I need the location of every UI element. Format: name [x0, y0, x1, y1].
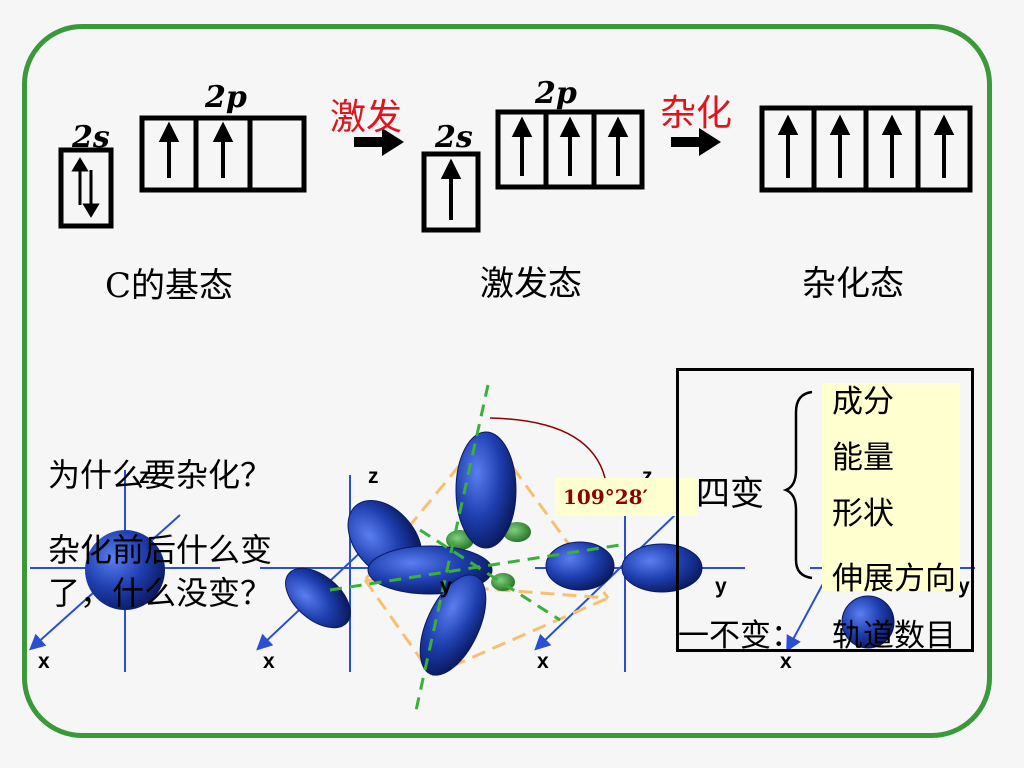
s-orbital-sphere — [85, 530, 165, 610]
excited-2s-box — [421, 151, 481, 233]
bond-angle-label: 109°28′ — [555, 478, 697, 516]
spin-up-icon — [777, 114, 955, 178]
hybrid-state-caption: 杂化态 — [802, 264, 904, 304]
axis-x-label: x — [263, 650, 275, 673]
four-changes-label: 四变 — [696, 474, 764, 514]
excite-label: 激发 — [330, 97, 403, 138]
spin-up-icon — [158, 121, 234, 178]
arrow-right-icon — [671, 128, 721, 156]
axis-y-label: y — [715, 575, 727, 598]
axis-x-label: x — [537, 650, 549, 673]
change-item-composition: 成分 — [832, 384, 894, 420]
bond-axes — [329, 384, 621, 716]
slide-frame — [22, 24, 992, 738]
arrow-right-icon — [354, 128, 404, 156]
excited-2s-label: 2s — [435, 120, 473, 155]
question-what-changes-line1: 杂化前后什么变 — [48, 531, 273, 569]
sp3-hybrid-lobes — [285, 431, 895, 676]
change-item-shape: 形状 — [832, 496, 894, 532]
hybridize-label: 杂化 — [660, 93, 733, 134]
brace-icon — [782, 390, 813, 580]
ground-2s-label: 2s — [72, 120, 110, 155]
change-item-energy: 能量 — [832, 440, 894, 476]
excited-state-caption: 激发态 — [480, 264, 582, 304]
excited-2p-boxes — [495, 109, 645, 190]
ground-2p-boxes — [139, 115, 307, 193]
axis-z-label: z — [368, 465, 379, 488]
question-why-hybridize: 为什么要杂化？ — [48, 456, 273, 494]
one-constant-label: 一不变： — [678, 618, 802, 654]
axis-y-label: y — [440, 575, 452, 598]
ground-2p-label: 2p — [205, 80, 247, 115]
changes-highlight — [822, 383, 960, 591]
axis-z-label: z — [139, 465, 150, 488]
axis-z-label: z — [642, 465, 653, 488]
axis-x-label: x — [780, 650, 792, 673]
ground-state-caption: C的基态 — [105, 266, 234, 306]
spin-pair-icon — [71, 157, 100, 218]
question-what-changes-line2: 了，什么没变？ — [48, 574, 273, 612]
summary-box — [676, 368, 974, 652]
change-item-orientation: 伸展方向 — [832, 561, 956, 597]
spin-up-icon — [511, 116, 629, 176]
spin-up-icon — [440, 158, 462, 220]
ground-2s-box — [58, 147, 114, 229]
axis-x-label: x — [38, 650, 50, 673]
excited-2p-label: 2p — [535, 76, 577, 111]
axis-y-label: y — [958, 575, 970, 598]
hybrid-sp3-boxes — [759, 105, 973, 193]
one-constant-value: 轨道数目 — [832, 618, 956, 654]
bond-angle-arc — [489, 417, 606, 479]
